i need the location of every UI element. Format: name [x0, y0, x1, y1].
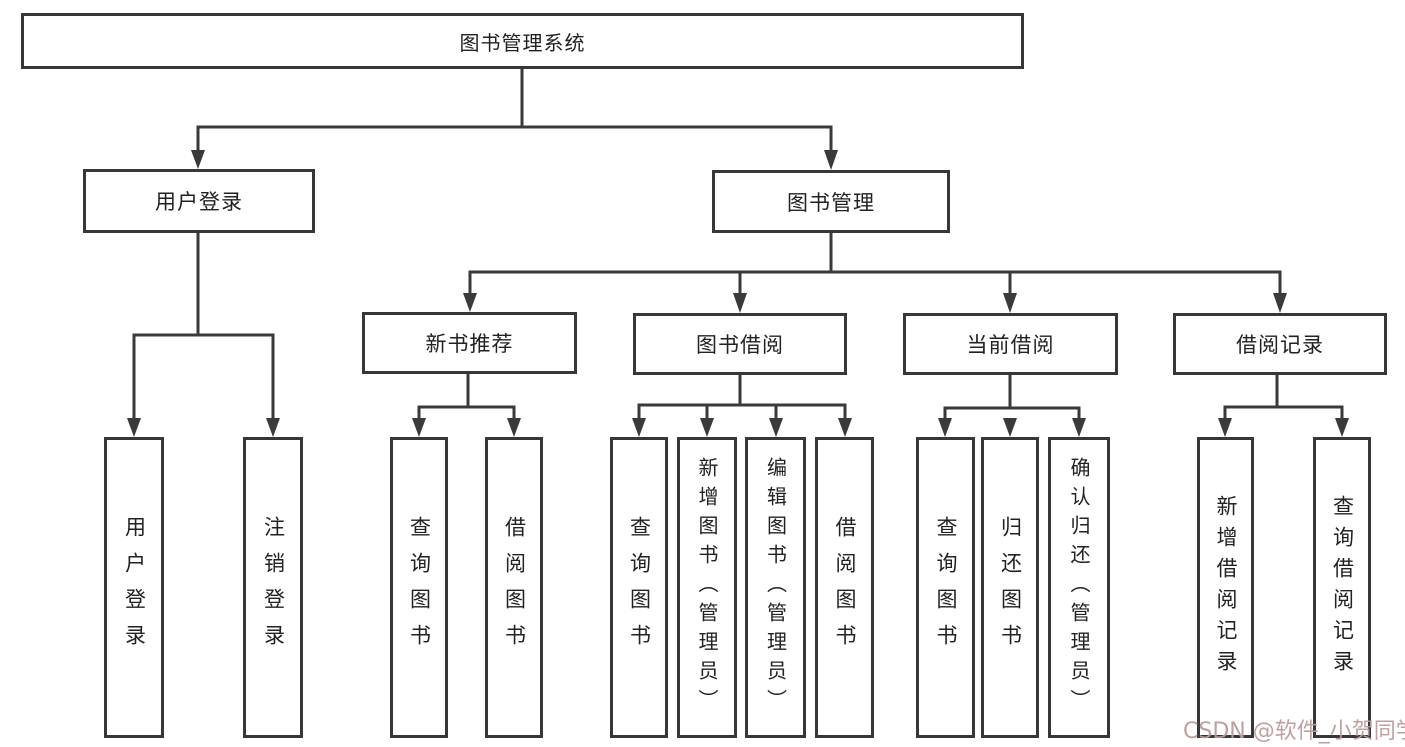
node-leaf-borrow-books: 借阅图书: [815, 437, 874, 738]
node-borrowing-records: 借阅记录: [1173, 313, 1387, 375]
node-user-login: 用户登录: [83, 169, 315, 233]
connector-book-mgmt-children: [463, 231, 1287, 313]
node-leaf-query-books-rec: 查询图书: [390, 437, 448, 738]
node-leaf-borrow-books-rec: 借阅图书: [485, 437, 543, 738]
leaf-label: 借阅图书: [833, 515, 857, 660]
leaf-label: 查询借阅记录: [1330, 494, 1355, 681]
connector-borrow-record-children: [1218, 373, 1349, 437]
csdn-watermark: CSDN @软件_小贺同学: [1183, 719, 1405, 744]
leaf-label: 借阅图书: [502, 515, 527, 660]
node-leaf-logout: 注销登录: [243, 437, 303, 738]
node-leaf-query-borrow-record: 查询借阅记录: [1313, 437, 1371, 738]
connector-current-borrow-children: [938, 373, 1086, 437]
node-leaf-add-borrow-record: 新增借阅记录: [1197, 437, 1254, 738]
connector-root-to-level2: [191, 66, 838, 170]
node-book-management: 图书管理: [712, 170, 950, 233]
node-leaf-edit-books-admin: 编辑图书（管理员）: [745, 437, 806, 738]
leaf-label: 新增借阅记录: [1214, 494, 1238, 681]
node-new-book-recommendation: 新书推荐: [362, 312, 577, 374]
node-book-borrowing: 图书借阅: [633, 313, 847, 375]
leaf-label: 查询图书: [627, 515, 652, 660]
node-current-borrowing: 当前借阅: [903, 313, 1118, 375]
connector-user-login-children: [127, 231, 280, 437]
node-leaf-query-books-borrow: 查询图书: [610, 437, 668, 738]
leaf-label: 确认归还（管理员）: [1067, 457, 1091, 718]
leaf-label: 查询图书: [407, 515, 432, 660]
leaf-label: 注销登录: [261, 515, 286, 660]
leaf-label: 编辑图书（管理员）: [763, 457, 788, 718]
connector-new-book-rec-children: [412, 373, 521, 437]
node-leaf-user-login: 用户登录: [104, 437, 164, 738]
node-root-system: 图书管理系统: [21, 13, 1024, 69]
leaf-label: 用户登录: [122, 515, 147, 660]
node-leaf-add-books-admin: 新增图书（管理员）: [677, 437, 737, 738]
leaf-label: 查询图书: [934, 515, 958, 660]
leaf-label: 新增图书（管理员）: [695, 457, 719, 718]
connector-book-borrow-children: [632, 373, 852, 437]
node-leaf-return-books: 归还图书: [981, 437, 1039, 738]
node-leaf-confirm-return-admin: 确认归还（管理员）: [1048, 437, 1110, 738]
leaf-label: 归还图书: [998, 515, 1023, 660]
node-leaf-query-books-current: 查询图书: [916, 437, 975, 738]
